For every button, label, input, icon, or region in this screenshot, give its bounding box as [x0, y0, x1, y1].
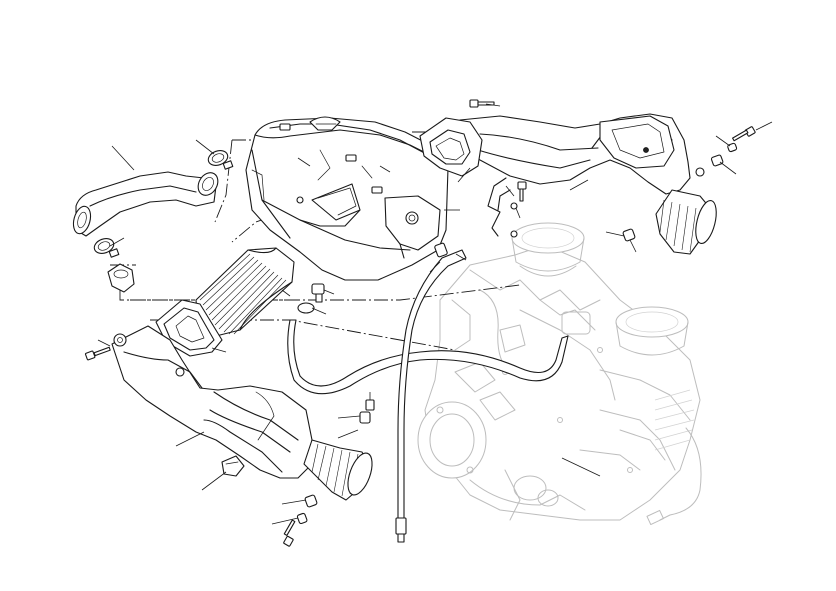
- bolt-top: [469, 99, 495, 108]
- clip-bottom: [221, 455, 245, 477]
- engine-block: [417, 222, 702, 525]
- hose-clamp-lower: [93, 238, 120, 258]
- hose-clamp-upper: [207, 150, 234, 170]
- spacer-bottom-2: [304, 494, 318, 508]
- clutch-cover: [417, 401, 487, 479]
- clip-right: [622, 228, 636, 242]
- breather-hose: [72, 171, 219, 237]
- air-filter: [155, 247, 295, 357]
- screw-mid-right: [510, 181, 527, 238]
- rubber-grommet: [107, 263, 135, 293]
- spring-clip: [487, 177, 511, 237]
- bolt-left: [84, 346, 111, 361]
- left-intake-duct: [111, 325, 373, 501]
- airbox: [245, 116, 449, 281]
- bolt-upper-right: [732, 126, 756, 142]
- intake-trumpet-rear: [511, 222, 585, 277]
- leader-lines: [97, 103, 773, 525]
- right-intake-duct: [419, 113, 717, 255]
- breather-tube: [287, 319, 569, 395]
- vent-tube: [395, 242, 467, 543]
- grommet-mid: [359, 399, 375, 424]
- breather-valve: [297, 283, 325, 314]
- intake-trumpet-front: [615, 306, 689, 356]
- bolt-bottom: [283, 519, 296, 547]
- washer-right: [710, 142, 738, 167]
- spacer-bottom-1: [296, 512, 308, 525]
